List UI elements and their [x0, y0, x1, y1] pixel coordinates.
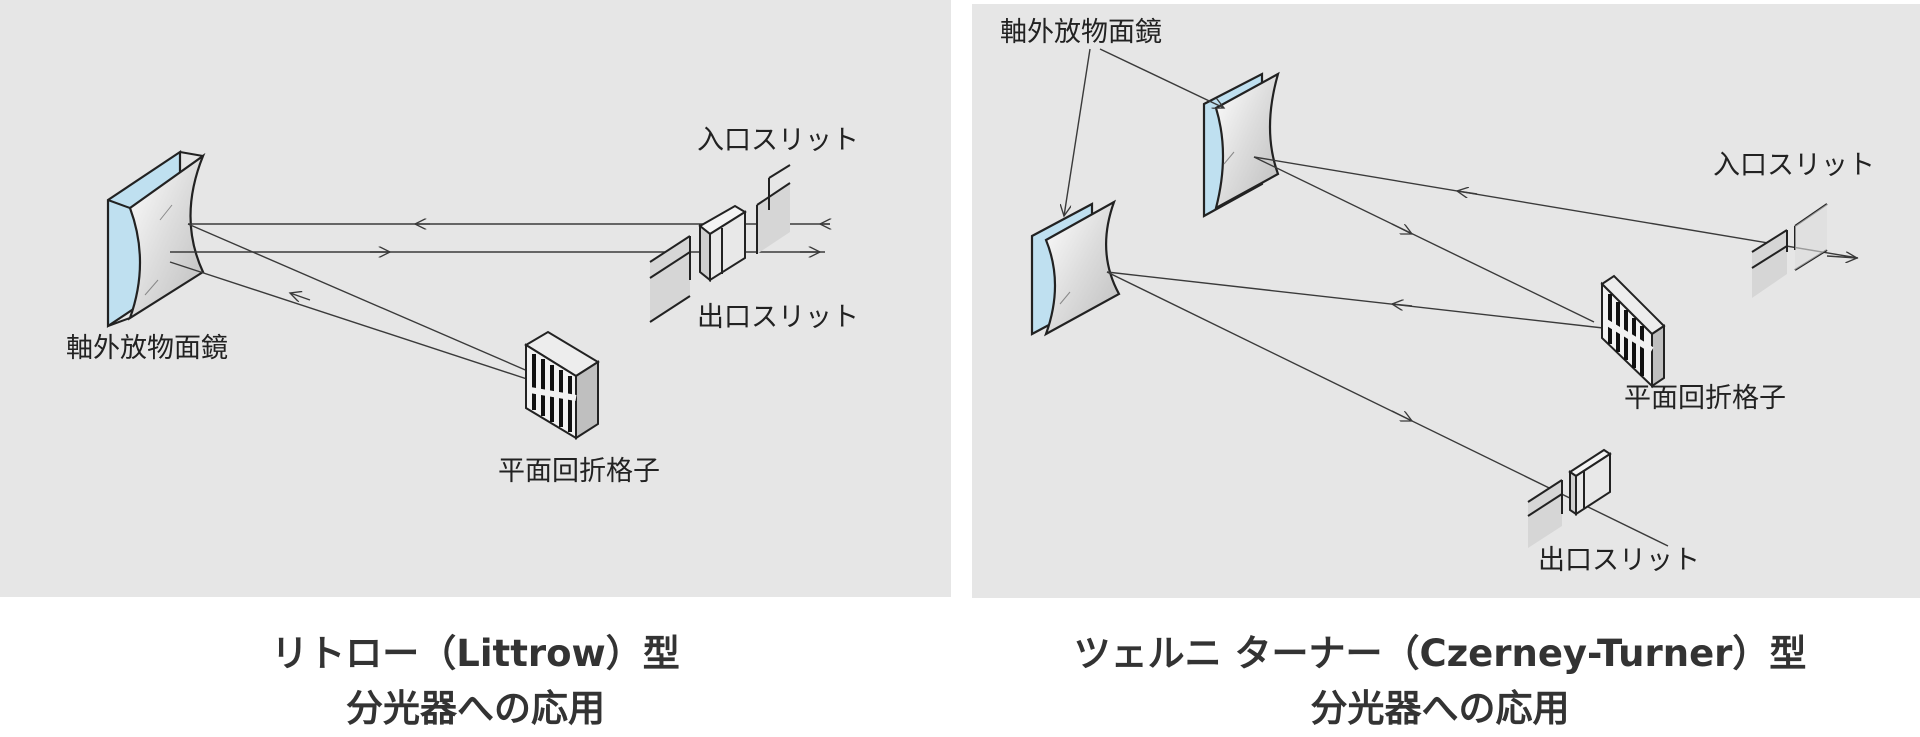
littrow-caption-title: リトロー（Littrow）型 [271, 632, 680, 675]
entrance-slit [1751, 203, 1857, 298]
entrance-slit-label: 入口スリット [697, 125, 859, 156]
grating-label: 平面回折格子 [1624, 383, 1786, 414]
littrow-panel: 入口スリット 出口スリット 軸外放物面鏡 平面回折格子 [0, 0, 951, 597]
exit-slit-label: 出口スリット [697, 302, 859, 333]
light-rays [169, 224, 830, 381]
czerny-turner-caption-subtitle: 分光器への応用 [1310, 687, 1570, 730]
czerny-turner-caption-title: ツェルニ ターナー（Czerney-Turner）型 [1073, 632, 1807, 675]
label-pointers [1064, 48, 1224, 216]
plane-diffraction-grating [1600, 274, 1666, 389]
czerny-turner-panel: 軸外放物面鏡 入口スリット 平面回折格子 出口スリット [972, 4, 1920, 598]
exit-slit-label: 出口スリット [1538, 545, 1700, 576]
off-axis-parabolic-mirror [106, 149, 206, 329]
littrow-caption-subtitle: 分光器への応用 [346, 687, 605, 730]
entrance-slit-label: 入口スリット [1713, 150, 1875, 181]
exit-slit [649, 204, 747, 323]
entrance-slit [756, 164, 791, 254]
light-rays [1106, 156, 1859, 547]
littrow-caption: リトロー（Littrow）型 分光器への応用 [0, 626, 951, 736]
upper-mirror [1202, 71, 1280, 218]
mirror-label: 軸外放物面鏡 [66, 333, 228, 364]
littrow-diagram: 入口スリット 出口スリット 軸外放物面鏡 平面回折格子 [66, 125, 859, 487]
exit-slit [1527, 448, 1612, 548]
czerny-turner-caption: ツェルニ ターナー（Czerney-Turner）型 分光器への応用 [960, 626, 1920, 736]
plane-diffraction-grating [524, 330, 600, 440]
grating-label: 平面回折格子 [498, 456, 660, 487]
czerny-turner-diagram: 軸外放物面鏡 入口スリット 平面回折格子 出口スリット [1000, 17, 1875, 576]
lower-mirror [1030, 199, 1121, 337]
mirror-label: 軸外放物面鏡 [1000, 17, 1162, 48]
